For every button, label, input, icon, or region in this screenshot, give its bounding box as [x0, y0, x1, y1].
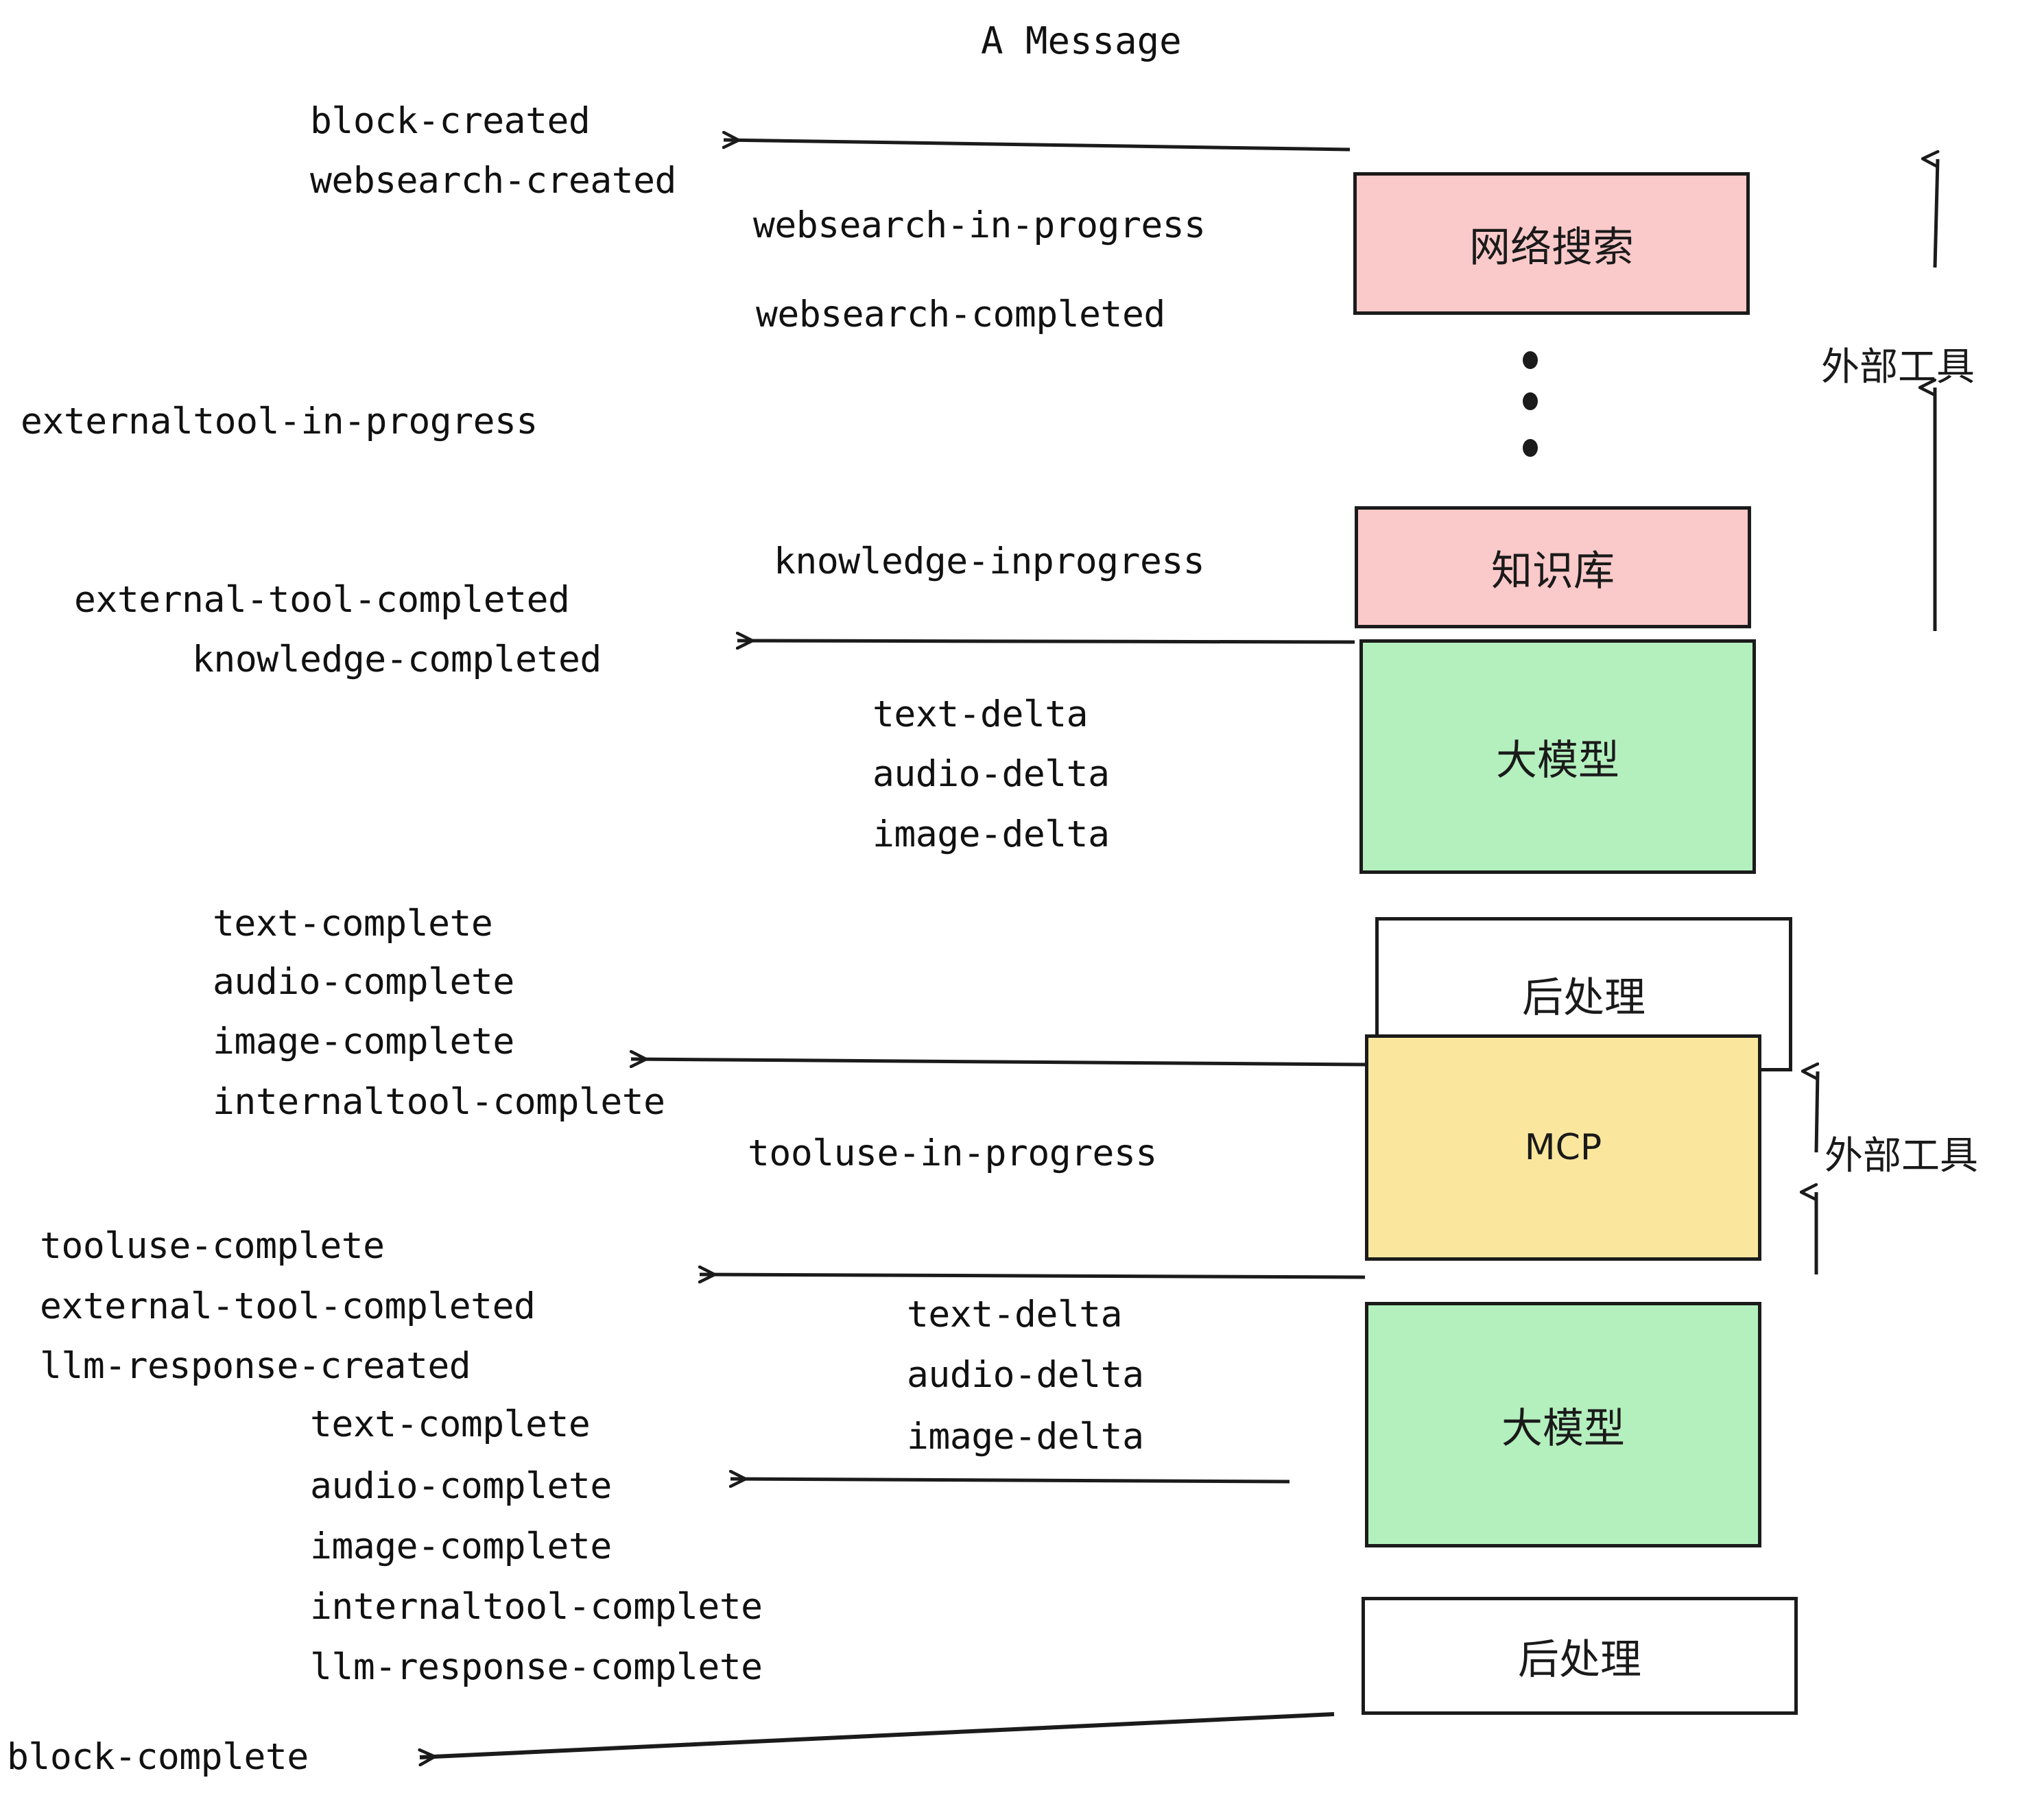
event-label-knowledge-inprogress: knowledge-inprogress — [774, 541, 1205, 582]
node-llm-2[interactable]: 大模型 — [1365, 1302, 1761, 1547]
arrow-knowledge-completed — [737, 641, 1355, 642]
node-postprocess-2[interactable]: 后处理 — [1362, 1597, 1798, 1715]
event-label-image-delta-2: image-delta — [907, 1416, 1144, 1458]
event-label-text-complete-1: text-complete — [213, 903, 493, 945]
event-label-block-created: block-created — [310, 100, 591, 142]
event-label-websearch-completed: websearch-completed — [756, 294, 1165, 335]
node-mcp-label: MCP — [1524, 1127, 1602, 1168]
arrow-audio-complete — [730, 1479, 1290, 1482]
arrow-tooluse-complete — [700, 1274, 1366, 1277]
node-llm-1[interactable]: 大模型 — [1359, 639, 1756, 874]
node-mcp[interactable]: MCP — [1365, 1034, 1761, 1261]
arrow-external-tool-bottom-up — [1816, 1071, 1820, 1153]
arrow-block-complete — [420, 1712, 1335, 1757]
node-postprocess-1-label: 后处理 — [1522, 974, 1645, 1022]
event-label-websearch-in-progress: websearch-in-progress — [753, 204, 1206, 246]
node-llm-2-label: 大模型 — [1501, 1404, 1625, 1453]
external-tool-label-bottom: 外部工具 — [1825, 1134, 1978, 1178]
page-title: A Message — [981, 19, 1182, 62]
node-websearch[interactable]: 网络搜索 — [1353, 172, 1750, 315]
event-label-external-tool-completed-1: external-tool-completed — [74, 579, 570, 621]
event-label-llm-response-complete: llm-response-complete — [310, 1646, 763, 1688]
arrow-block-created — [724, 140, 1351, 152]
external-tool-label-top: 外部工具 — [1821, 345, 1975, 390]
event-label-text-delta-2: text-delta — [907, 1294, 1123, 1336]
event-label-internaltool-complete-1: internaltool-complete — [213, 1081, 665, 1123]
ellipsis-dot-2 — [1523, 392, 1538, 410]
event-label-external-tool-completed-2: external-tool-completed — [40, 1285, 536, 1327]
event-label-knowledge-completed: knowledge-completed — [192, 639, 602, 680]
arrow-image-complete — [631, 1059, 1366, 1065]
node-postprocess-2-label: 后处理 — [1518, 1635, 1641, 1684]
node-knowledge-label: 知识库 — [1491, 547, 1615, 595]
event-label-audio-complete-2: audio-complete — [310, 1465, 612, 1507]
event-label-text-complete-2: text-complete — [310, 1403, 591, 1445]
node-websearch-label: 网络搜索 — [1469, 223, 1634, 272]
event-label-image-complete-2: image-complete — [310, 1526, 612, 1567]
event-label-text-delta-1: text-delta — [872, 693, 1089, 735]
event-label-image-delta-1: image-delta — [872, 814, 1110, 855]
event-label-websearch-created: websearch-created — [310, 160, 676, 202]
arrow-external-tool-top-up — [1935, 159, 1940, 268]
ellipsis-dot-1 — [1523, 351, 1538, 369]
node-llm-1-label: 大模型 — [1496, 736, 1619, 785]
event-label-audio-complete-1: audio-complete — [213, 961, 514, 1003]
ellipsis-dot-3 — [1523, 439, 1538, 457]
event-label-audio-delta-2: audio-delta — [907, 1354, 1144, 1396]
event-label-internaltool-complete-2: internaltool-complete — [310, 1586, 763, 1628]
node-knowledge[interactable]: 知识库 — [1355, 506, 1751, 628]
event-label-block-complete: block-complete — [7, 1736, 309, 1778]
event-label-tooluse-in-progress: tooluse-in-progress — [748, 1132, 1157, 1174]
event-label-externaltool-in-progress: externaltool-in-progress — [21, 401, 538, 442]
event-label-audio-delta-1: audio-delta — [872, 753, 1110, 795]
event-label-image-complete-1: image-complete — [213, 1021, 514, 1063]
event-label-tooluse-complete: tooluse-complete — [40, 1225, 385, 1267]
event-label-llm-response-created: llm-response-created — [40, 1345, 471, 1387]
